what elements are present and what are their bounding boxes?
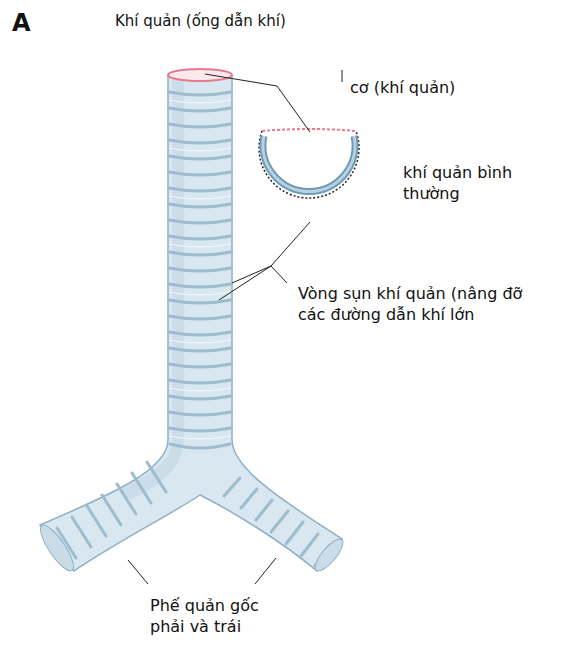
bronchus-label: Phế quản gốc phải và trái: [150, 596, 288, 638]
cartilage-ring-label: Vòng sụn khí quản (nâng đỡ các đường dẫn…: [298, 284, 543, 326]
bronchus-end: [35, 521, 78, 575]
trachea-body: [40, 75, 342, 571]
cartilage-rings: [57, 92, 332, 566]
cross-section-label: khí quản bình thường: [403, 163, 521, 205]
panel-letter: A: [12, 8, 52, 39]
trachea-cross-section: [259, 129, 359, 198]
trachea-opening: [168, 69, 232, 81]
diagram-title: Khí quản (ống dẫn khí): [115, 12, 375, 32]
ring-seams: [169, 100, 231, 439]
bronchus-end: [311, 535, 347, 575]
muscle-label: cơ (khí quản): [350, 78, 510, 99]
leader-lines: [128, 70, 342, 584]
